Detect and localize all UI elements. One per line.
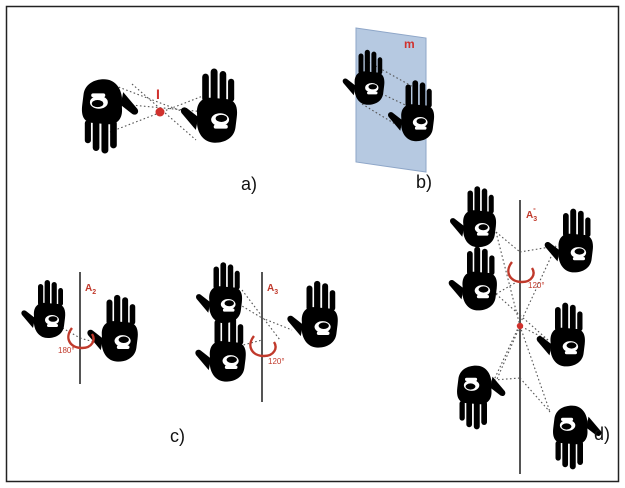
panel-d-rotoinversion: A3- 120° d) [448,186,610,474]
inversion-center-dot [516,322,524,330]
hand-icon [196,262,243,324]
hand-icon [450,186,497,248]
axis-a3-label: A3 [267,283,278,296]
hand-icon [195,314,246,382]
axis-a3-angle: 120° [268,357,285,366]
mirror-plane-label: m [404,37,415,51]
panel-c-label: c) [170,426,185,446]
inversion-center-dot [155,107,165,117]
hand-icon [448,246,497,311]
panel-c-rotations: A2 180° A3 120° c) [21,262,338,446]
inversion-center-label: I [156,86,160,102]
rotation-arc [67,327,95,350]
panel-b-mirror: m b) [342,27,435,192]
figure-border [5,5,620,483]
hand-icon [457,365,506,430]
panel-d-label: d) [594,424,610,444]
hand-icon [536,302,585,367]
rotation-arc [507,261,535,284]
hand-icon [81,79,139,154]
panel-d-connector-lines [493,231,557,413]
hand-icon [544,208,593,273]
axis-a2-angle: 180° [58,346,75,355]
axis-a3-bar-label: A3- [526,204,537,223]
hand-icon [180,68,238,143]
panel-a-inversion: I a) [81,68,257,194]
axis-a2-label: A2 [85,283,96,296]
hand-icon [21,280,66,338]
hand-icon [287,280,338,348]
axis-a3-bar-angle: 120° [528,281,545,290]
panel-a-label: a) [241,174,257,194]
rotation-arc [249,335,277,358]
panel-b-label: b) [416,172,432,192]
hand-icon [87,294,138,362]
